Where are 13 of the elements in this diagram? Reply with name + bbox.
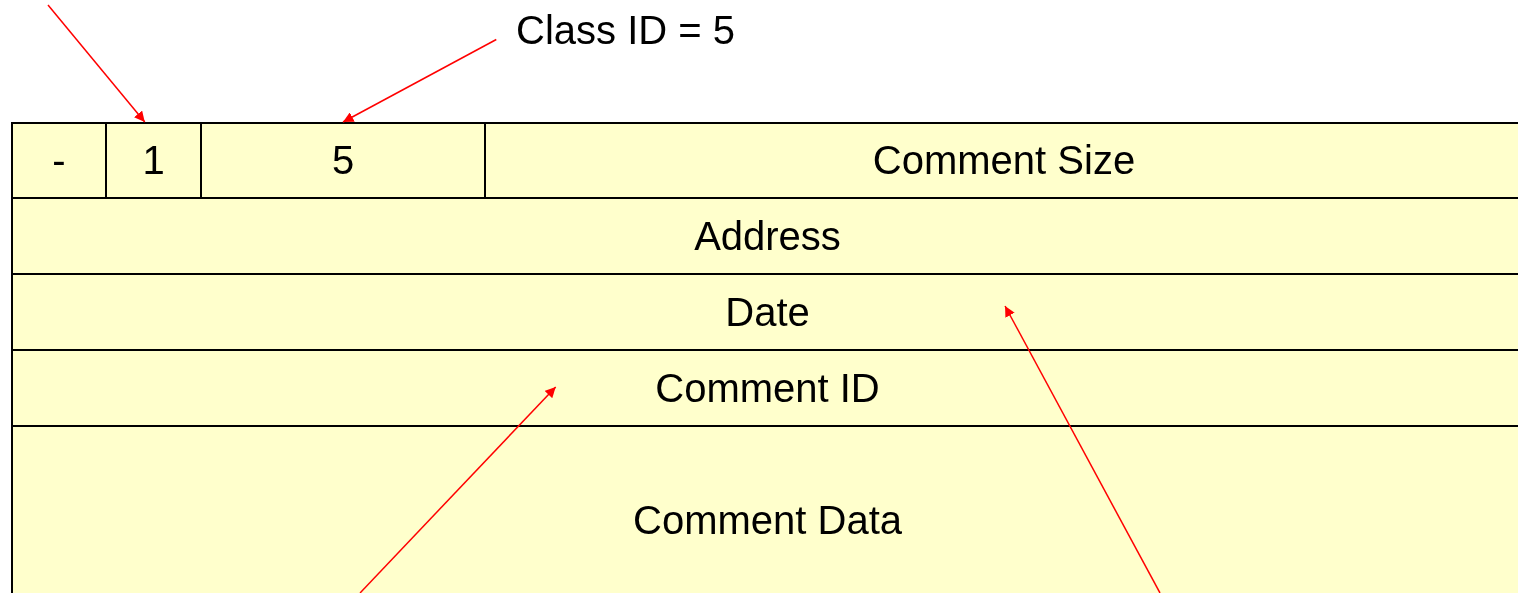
packet-field: 1 <box>105 122 202 199</box>
packet-field: 5 <box>200 122 486 199</box>
leader-arrow <box>47 4 146 123</box>
packet-field: Date <box>11 273 1518 351</box>
leader-arrow <box>359 386 557 593</box>
packet-field: Comment Data <box>11 425 1518 593</box>
leader-arrow <box>1004 305 1161 593</box>
leader-arrow <box>342 38 498 123</box>
packet-field: - <box>11 122 107 199</box>
packet-field: Comment ID <box>11 349 1518 427</box>
callout-label: Class ID = 5 <box>516 8 735 53</box>
packet-field: Address <box>11 197 1518 275</box>
packet-field: Comment Size <box>484 122 1518 199</box>
